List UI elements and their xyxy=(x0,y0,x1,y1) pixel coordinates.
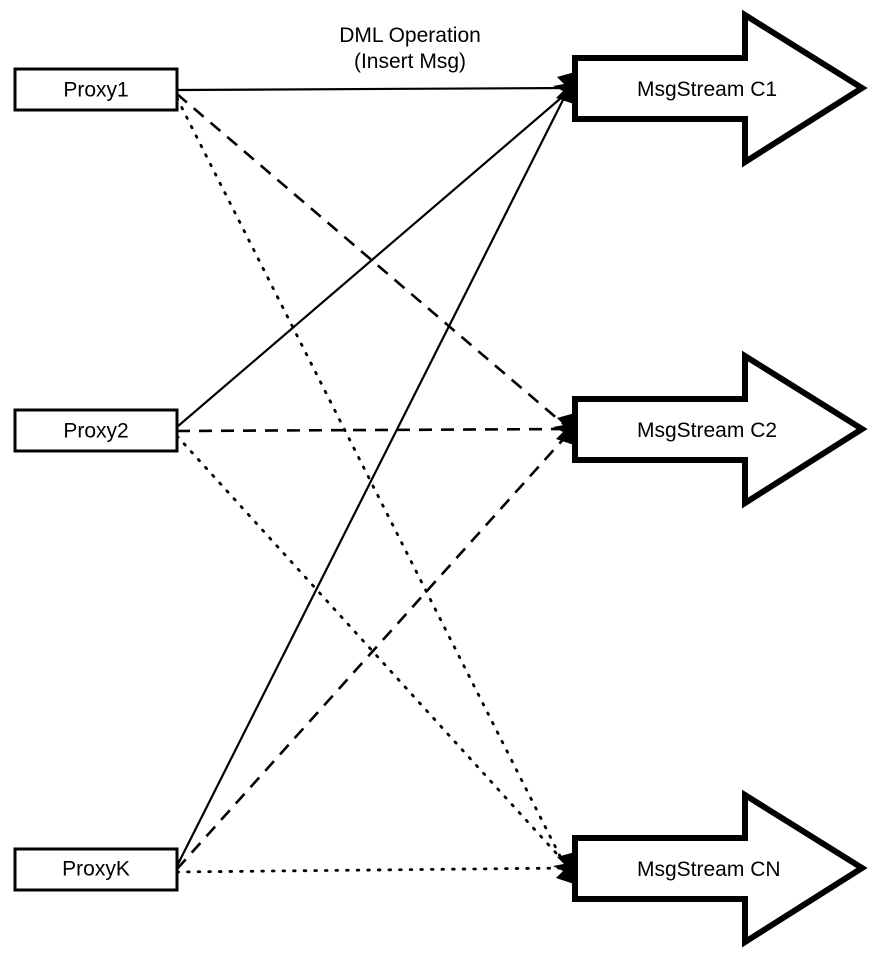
node-proxy1-label: Proxy1 xyxy=(63,79,128,102)
node-proxy2[interactable]: Proxy2 xyxy=(13,408,179,453)
node-msgstream-c2[interactable]: MsgStream C2 xyxy=(572,350,868,509)
edge-proxyk-to-c2 xyxy=(176,433,569,870)
edge-proxy2-to-cn xyxy=(175,434,568,866)
edge-proxyk-to-c1 xyxy=(176,93,567,867)
node-msgstream-cn-label: MsgStream CN xyxy=(637,858,781,881)
node-proxy1[interactable]: Proxy1 xyxy=(13,67,179,112)
node-msgstream-cn[interactable]: MsgStream CN xyxy=(572,789,868,948)
arrowhead-c1-icon xyxy=(553,72,575,104)
edge-annotation-dml-operation: DML Operation (Insert Msg) xyxy=(339,24,481,73)
edge-proxy1-to-c2 xyxy=(176,93,567,427)
node-msgstream-c2-label: MsgStream C2 xyxy=(637,419,777,442)
node-proxy2-label: Proxy2 xyxy=(63,420,128,443)
edge-proxy2-to-c1 xyxy=(176,91,569,428)
arrowhead-c2-icon xyxy=(553,413,575,445)
edge-proxy2-to-c2 xyxy=(176,427,571,433)
node-msgstream-c1[interactable]: MsgStream C1 xyxy=(572,9,868,168)
node-proxyk[interactable]: ProxyK xyxy=(13,847,179,892)
edge-annotation-line2: (Insert Msg) xyxy=(354,50,466,73)
node-msgstream-c1-label: MsgStream C1 xyxy=(637,78,777,101)
node-proxyk-label: ProxyK xyxy=(62,858,130,881)
edge-proxy1-to-c1 xyxy=(176,86,571,92)
edge-proxyk-to-cn xyxy=(175,866,572,874)
arrowhead-cn-icon xyxy=(553,852,575,884)
edge-annotation-line1: DML Operation xyxy=(339,24,481,47)
